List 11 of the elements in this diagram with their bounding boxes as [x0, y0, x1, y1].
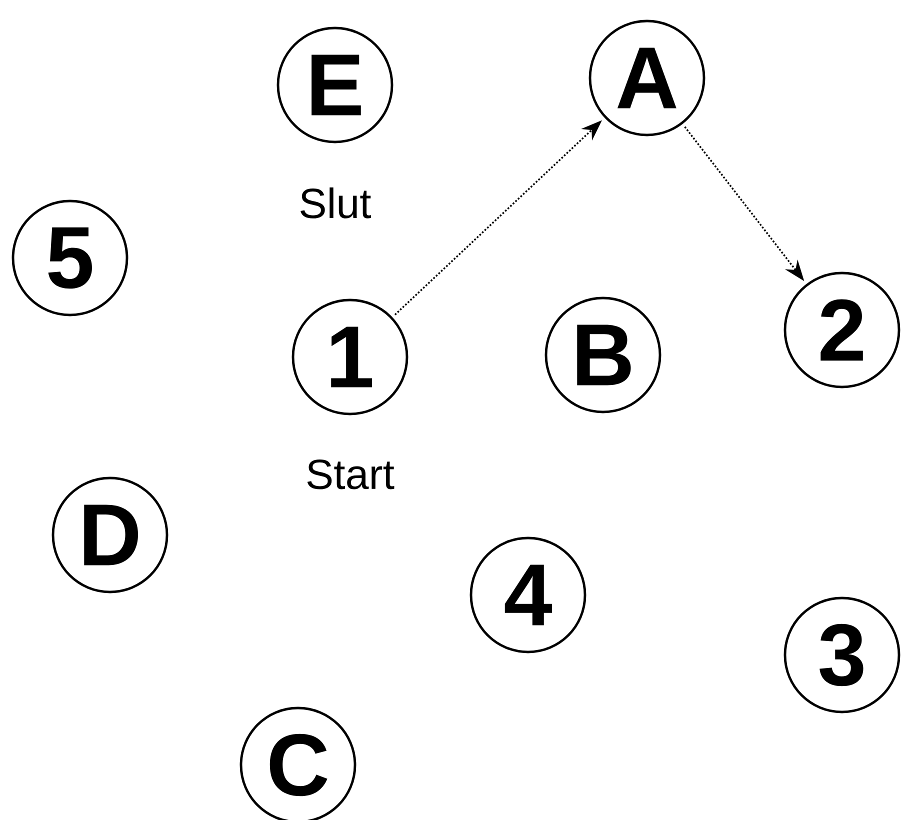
- circle-node: 5: [12, 200, 128, 316]
- circle-node: 1: [292, 298, 408, 416]
- beside-label: Slut: [300, 187, 372, 218]
- circle-node: D: [52, 476, 168, 594]
- circle-node: B: [544, 296, 662, 414]
- circle-node: 2: [784, 272, 900, 388]
- circle-node: A: [588, 20, 706, 136]
- circle-node: 4: [470, 536, 586, 654]
- circle-node: 3: [784, 596, 900, 714]
- circle-node: E: [276, 26, 394, 144]
- beside-label: Start: [307, 459, 394, 490]
